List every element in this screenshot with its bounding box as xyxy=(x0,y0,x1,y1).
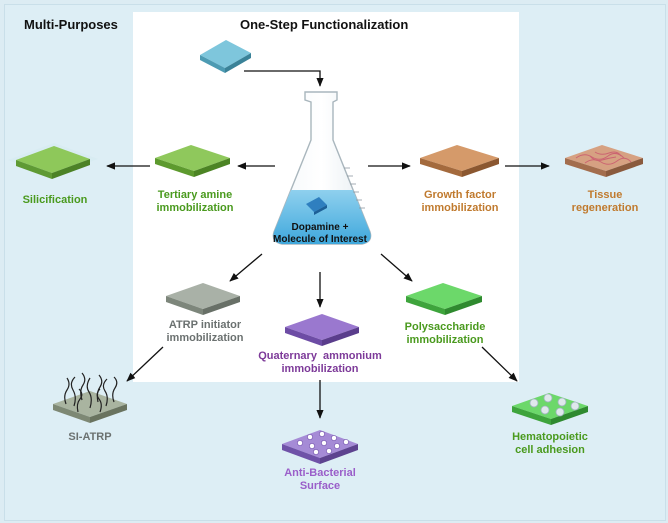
flask-label: Dopamine + Molecule of Interest xyxy=(270,222,370,246)
hematopoietic-label-line2: cell adhesion xyxy=(515,444,585,456)
arrow-top-to-flask xyxy=(244,70,324,87)
polysaccharide-label: Polysaccharide immobilization xyxy=(390,321,500,347)
antibacterial-label: Anti-Bacterial Surface xyxy=(270,467,370,493)
polysaccharide-label-line2: immobilization xyxy=(406,334,484,346)
growth-label: Growth factor immobilization xyxy=(405,189,515,215)
atrp-initiator-label-line2: immobilization xyxy=(166,332,244,344)
atrp-substrate xyxy=(166,283,240,315)
tertiary-label-line2: immobilization xyxy=(156,202,234,214)
quaternary-label-line1: Quaternary ammonium xyxy=(258,350,382,362)
tertiary-label-line1: Tertiary amine xyxy=(157,189,233,201)
one-step-title: One-Step Functionalization xyxy=(240,17,409,32)
antibacterial-label-line1: Anti-Bacterial xyxy=(284,467,356,479)
growth-label-line2: immobilization xyxy=(421,202,499,214)
top-substrate xyxy=(200,40,251,73)
arrow-atrp-to-siatrp xyxy=(126,346,164,382)
hematopoietic-label: Hematopoietic cell adhesion xyxy=(500,431,600,457)
multi-purposes-title: Multi-Purposes xyxy=(24,17,118,32)
arrow-flask-to-polysaccharide xyxy=(380,253,413,282)
quaternary-label: Quaternary ammonium immobilization xyxy=(255,350,385,376)
silicification-label-line1: Silicification xyxy=(22,194,88,206)
growth-substrate xyxy=(420,145,499,177)
hematopoietic-label-line1: Hematopoietic xyxy=(512,431,588,443)
arrow-polysaccharide-to-hematopoietic xyxy=(481,346,518,382)
quaternary-label-line2: immobilization xyxy=(281,363,359,375)
growth-label-line1: Growth factor xyxy=(423,189,497,201)
tertiary-substrate xyxy=(155,145,230,177)
arrows xyxy=(106,70,550,419)
antibacterial-substrate xyxy=(282,430,358,464)
atrp-initiator-label-line1: ATRP initiator xyxy=(168,319,242,331)
flask-label-line1: Dopamine + xyxy=(291,222,349,233)
arrow-flask-to-atrp xyxy=(229,253,263,282)
quaternary-substrate xyxy=(285,314,359,346)
flask-label-line2: Molecule of Interest xyxy=(273,234,367,245)
silicification-substrate xyxy=(8,143,98,179)
si-atrp-substrate xyxy=(53,372,127,423)
silicification-label: Silicification xyxy=(5,194,105,207)
tissue-label-line1: Tissue xyxy=(587,189,623,201)
tissue-label: Tissue regeneration xyxy=(555,189,655,215)
si-atrp-label: SI-ATRP xyxy=(40,431,140,444)
antibacterial-label-line2: Surface xyxy=(299,480,341,492)
si-atrp-label-line1: SI-ATRP xyxy=(68,431,112,443)
tissue-label-line2: regeneration xyxy=(571,202,639,214)
hematopoietic-substrate xyxy=(512,393,588,425)
tertiary-label: Tertiary amine immobilization xyxy=(140,189,250,215)
tissue-substrate xyxy=(565,145,643,177)
polysaccharide-substrate xyxy=(406,283,482,315)
flask-icon xyxy=(272,91,372,245)
polysaccharide-label-line1: Polysaccharide xyxy=(404,321,486,333)
atrp-initiator-label: ATRP initiator immobilization xyxy=(150,319,260,345)
